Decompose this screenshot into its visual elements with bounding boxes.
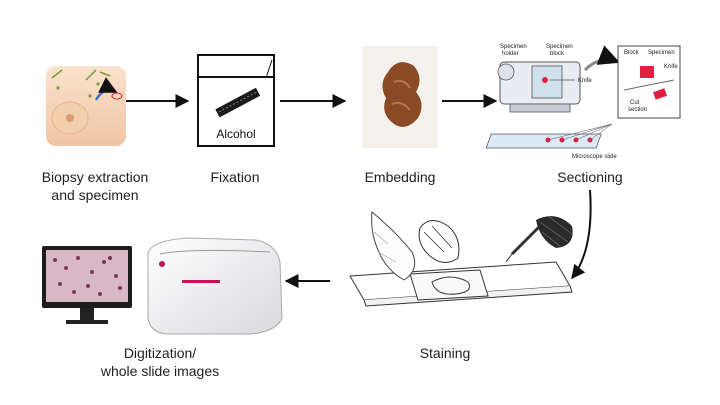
label-staining: Staining <box>419 345 471 361</box>
embedding-block <box>362 46 438 148</box>
label-biopsy-line2: and specimen <box>51 187 139 203</box>
label-digitization-line1: Digitization/ <box>123 345 197 361</box>
microtome-illustration <box>485 45 681 149</box>
label-biopsy-line1: Biopsy extraction <box>41 169 149 185</box>
callout-specimen-holder-2: holder <box>502 51 519 57</box>
inset-knife: Knife <box>664 64 678 70</box>
microscope-slide <box>485 123 613 149</box>
label-fixation: Fixation <box>210 169 260 185</box>
inset-cut-2: section <box>628 107 647 113</box>
label-digitization-line2: whole slide images <box>100 363 220 379</box>
callout-slide: Microscope slide <box>572 154 617 160</box>
callout-specimen-holder-1: Specimen <box>500 44 527 50</box>
callout-specimen-block-2: block <box>550 51 565 57</box>
biopsy-illustration <box>46 66 126 146</box>
label-digitization: Digitization/ whole slide images <box>80 344 240 380</box>
callout-specimen-block-1: Specimen <box>546 44 573 50</box>
staining-illustration <box>349 211 573 307</box>
inset-cut-1: Cut <box>630 100 640 106</box>
digitization-illustration <box>42 237 283 335</box>
inset-block: Block <box>624 50 640 56</box>
inset-specimen: Specimen <box>648 50 675 56</box>
callout-knife: Knife <box>578 78 592 84</box>
label-embedding: Embedding <box>364 169 436 185</box>
jar-label: Alcohol <box>216 127 255 141</box>
label-biopsy: Biopsy extraction and specimen <box>20 168 170 204</box>
arrow-sectioning-to-staining <box>571 189 592 280</box>
label-sectioning: Sectioning <box>557 169 623 185</box>
fixation-jar <box>197 54 275 147</box>
flow-arrows <box>126 94 592 288</box>
